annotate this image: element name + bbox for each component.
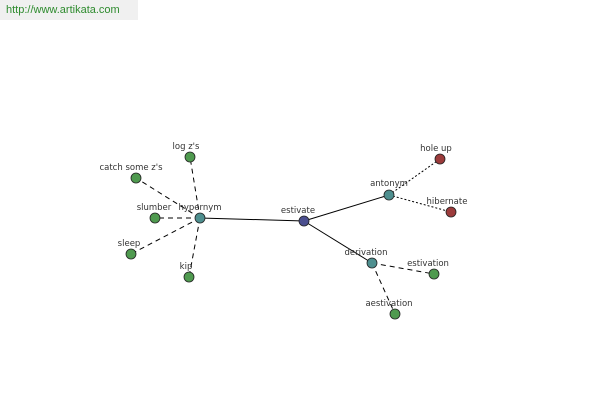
label-catch-some-zs: catch some z's [99,163,163,173]
label-derivation: derivation [344,248,387,258]
node-derivation[interactable] [366,257,378,269]
node-catch-some-zs[interactable] [130,172,142,184]
label-hypernym: hypernym [178,203,221,213]
source-url[interactable]: http://www.artikata.com [0,0,138,20]
edge-derivation-estivation [371,262,435,275]
label-kip: kip [180,262,193,272]
edge-estivate-derivation [303,220,373,264]
edge-hypernym-log-zs [189,156,201,219]
node-estivation[interactable] [428,268,440,280]
node-log-zs[interactable] [184,151,196,163]
edge-derivation-aestivation [371,262,396,315]
node-hypernym[interactable] [194,212,206,224]
node-kip[interactable] [183,271,195,283]
label-slumber: slumber [137,203,172,213]
node-aestivation[interactable] [389,308,401,320]
node-slumber[interactable] [149,212,161,224]
label-sleep: sleep [118,239,141,249]
label-antonym: antonym [370,179,408,189]
edge-estivate-hypernym [199,217,305,222]
node-hole-up[interactable] [434,153,446,165]
label-log-zs: log z's [173,142,200,152]
edge-hypernym-sleep [130,217,201,255]
node-hibernate[interactable] [445,206,457,218]
edge-antonym-hibernate [388,194,452,213]
node-antonym[interactable] [383,189,395,201]
label-aestivation: aestivation [365,299,412,309]
label-estivate: estivate [281,206,315,216]
edge-hypernym-catch-some-zs [135,177,201,219]
label-hole-up: hole up [420,144,452,154]
edge-estivate-antonym [303,194,390,222]
edge-hypernym-kip [188,217,201,278]
node-sleep[interactable] [125,248,137,260]
node-estivate[interactable] [298,215,310,227]
label-hibernate: hibernate [427,197,468,207]
label-estivation: estivation [407,259,449,269]
edge-antonym-hole-up [388,158,441,196]
